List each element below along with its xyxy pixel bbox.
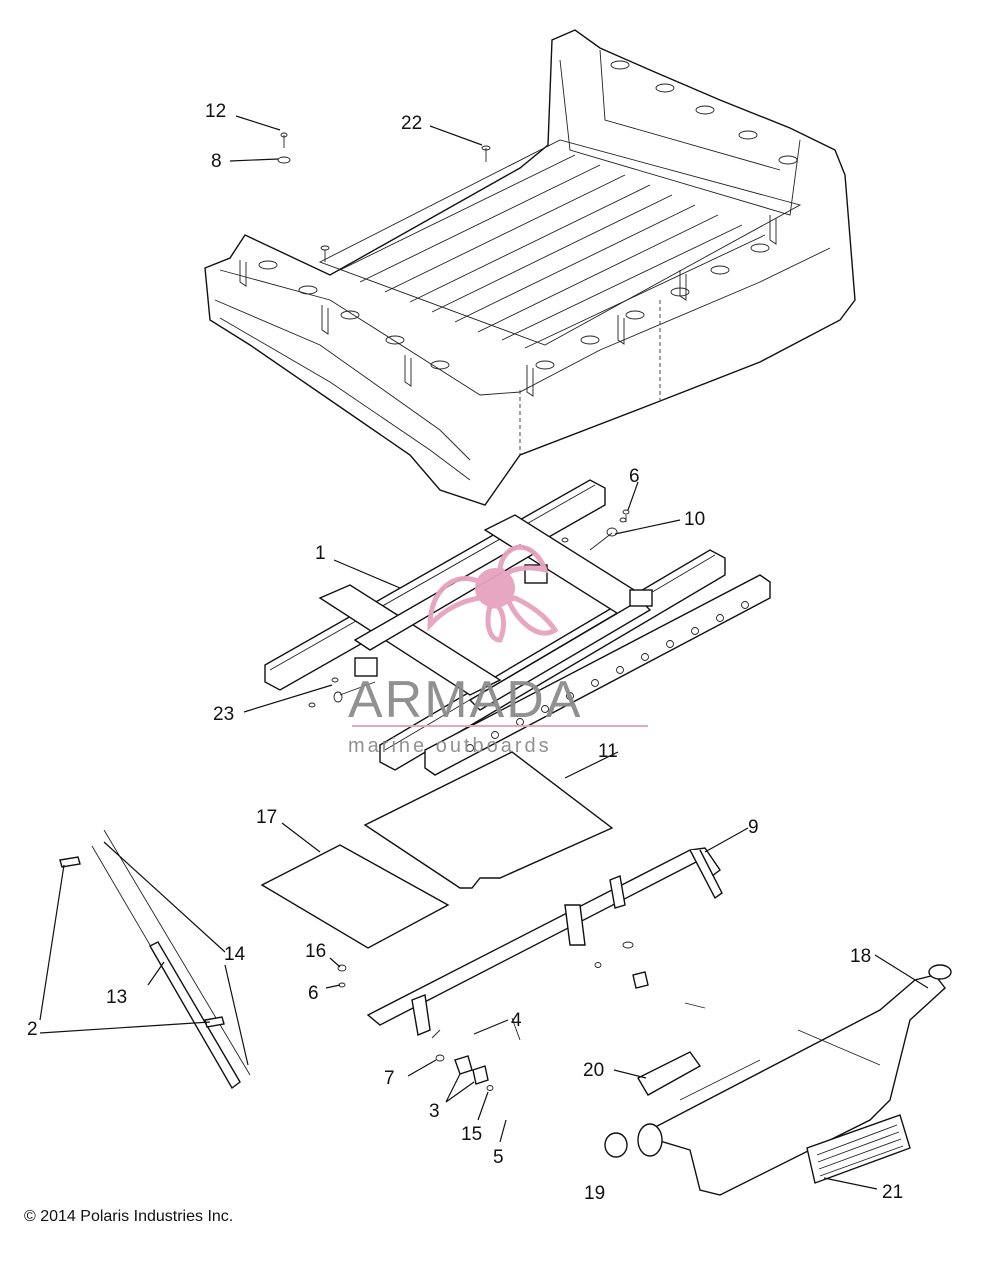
callout-13: 13 <box>106 987 127 1008</box>
armada-watermark: ARMADA marine outboards <box>348 544 648 757</box>
callout-17: 17 <box>256 807 277 828</box>
floor-panels <box>260 751 614 949</box>
callout-23: 23 <box>213 704 234 725</box>
propeller-logo <box>427 544 559 643</box>
hardware <box>277 132 706 1091</box>
bed-frame <box>264 479 771 776</box>
gas-struts <box>59 829 251 1090</box>
callout-11: 11 <box>598 741 618 762</box>
callout-6-top: 6 <box>629 466 640 487</box>
callout-22: 22 <box>401 113 422 134</box>
rear-bumper <box>604 964 952 1196</box>
callout-10: 10 <box>684 509 705 530</box>
callout-4: 4 <box>511 1010 522 1031</box>
callout-9: 9 <box>748 817 759 838</box>
tailgate-bar <box>366 847 723 1036</box>
callout-5: 5 <box>493 1147 504 1168</box>
callout-1: 1 <box>315 543 326 564</box>
copyright-text: © 2014 Polaris Industries Inc. <box>24 1208 233 1225</box>
callout-20: 20 <box>583 1060 604 1081</box>
leader-lines <box>39 115 929 1190</box>
callout-7: 7 <box>384 1068 395 1089</box>
callout-19: 19 <box>584 1183 605 1204</box>
callout-16: 16 <box>305 941 326 962</box>
callout-21: 21 <box>882 1182 903 1203</box>
watermark-tagline: marine outboards <box>348 735 552 757</box>
callout-15: 15 <box>461 1124 482 1145</box>
callout-8: 8 <box>211 151 222 172</box>
callout-14: 14 <box>224 944 246 965</box>
callout-12: 12 <box>205 101 226 122</box>
callout-3: 3 <box>429 1101 440 1122</box>
callout-labels: 12 8 22 6 10 1 23 11 17 9 14 16 18 13 6 … <box>27 101 903 1204</box>
callout-18: 18 <box>850 946 871 967</box>
callout-6-lower: 6 <box>308 983 319 1004</box>
callout-2: 2 <box>27 1019 38 1040</box>
cargo-box <box>204 29 856 506</box>
watermark-brand: ARMADA <box>348 671 582 729</box>
